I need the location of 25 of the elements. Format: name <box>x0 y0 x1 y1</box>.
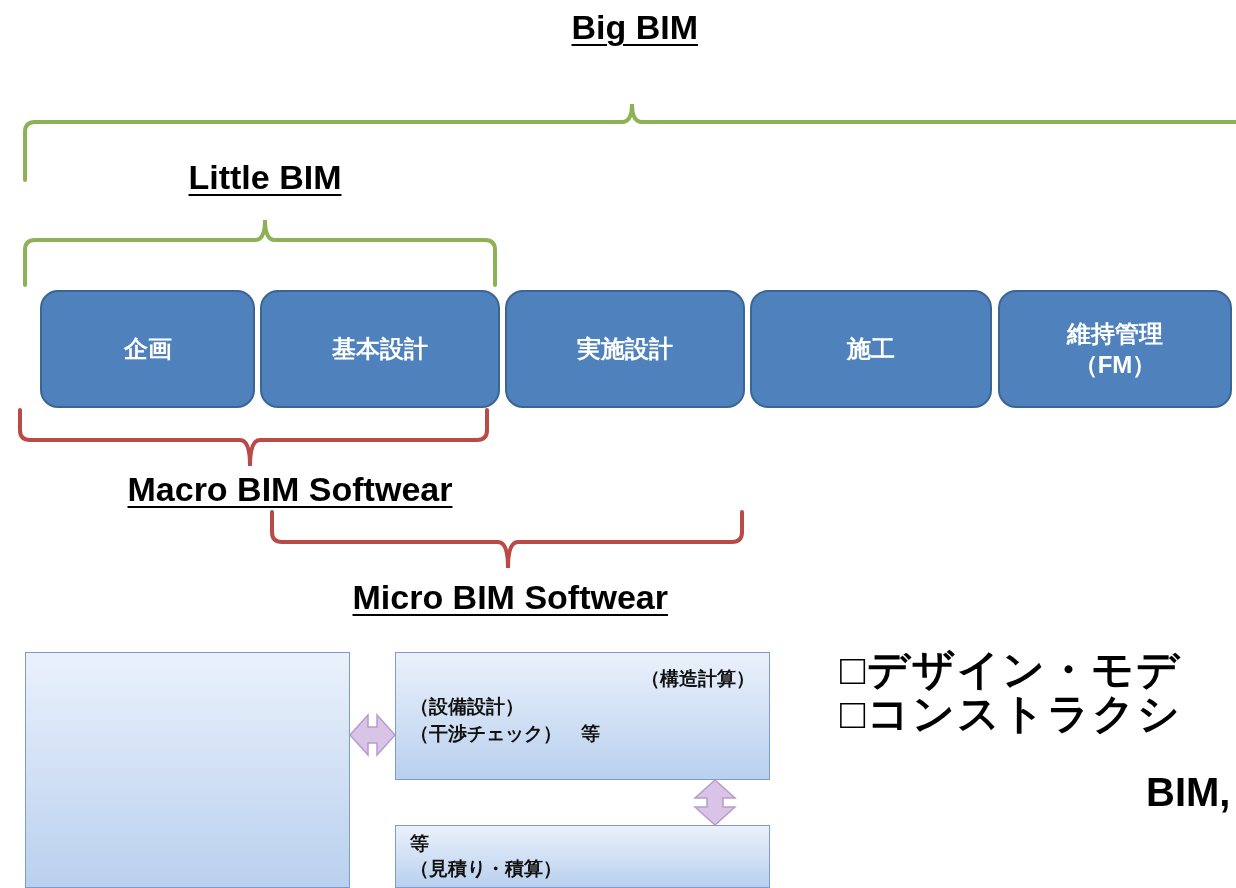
list-box <box>25 652 350 888</box>
double-arrow <box>349 713 396 757</box>
phase-label: 企画 <box>123 334 172 365</box>
software-note: （干渉チェック） 等 <box>410 722 601 747</box>
software-note: 等 <box>410 832 430 856</box>
phase-label: 維持管理（FM） <box>1065 318 1164 380</box>
phase-label: 施工 <box>847 334 895 365</box>
software-box <box>395 652 770 780</box>
software-box <box>395 825 770 888</box>
software-note: （設備設計） <box>410 694 525 719</box>
phase-box <box>505 290 745 408</box>
phase-box <box>998 290 1232 408</box>
bracket-label: Little BIM <box>188 158 342 197</box>
phase-box <box>260 290 500 408</box>
phase-label: 基本設計 <box>332 334 428 365</box>
phase-box <box>750 290 992 408</box>
bracket-label: Micro BIM Softwear <box>352 578 668 617</box>
software-note: （見積り・積算） <box>410 856 563 881</box>
side-note: BIM, <box>1146 770 1231 815</box>
phase-box <box>40 290 255 408</box>
double-arrow <box>693 779 737 826</box>
phase-label: 実施設計 <box>577 334 673 365</box>
bracket-label: Macro BIM Softwear <box>127 470 453 509</box>
software-note: （構造計算） <box>640 667 755 691</box>
heading: Big BIM <box>571 8 699 47</box>
